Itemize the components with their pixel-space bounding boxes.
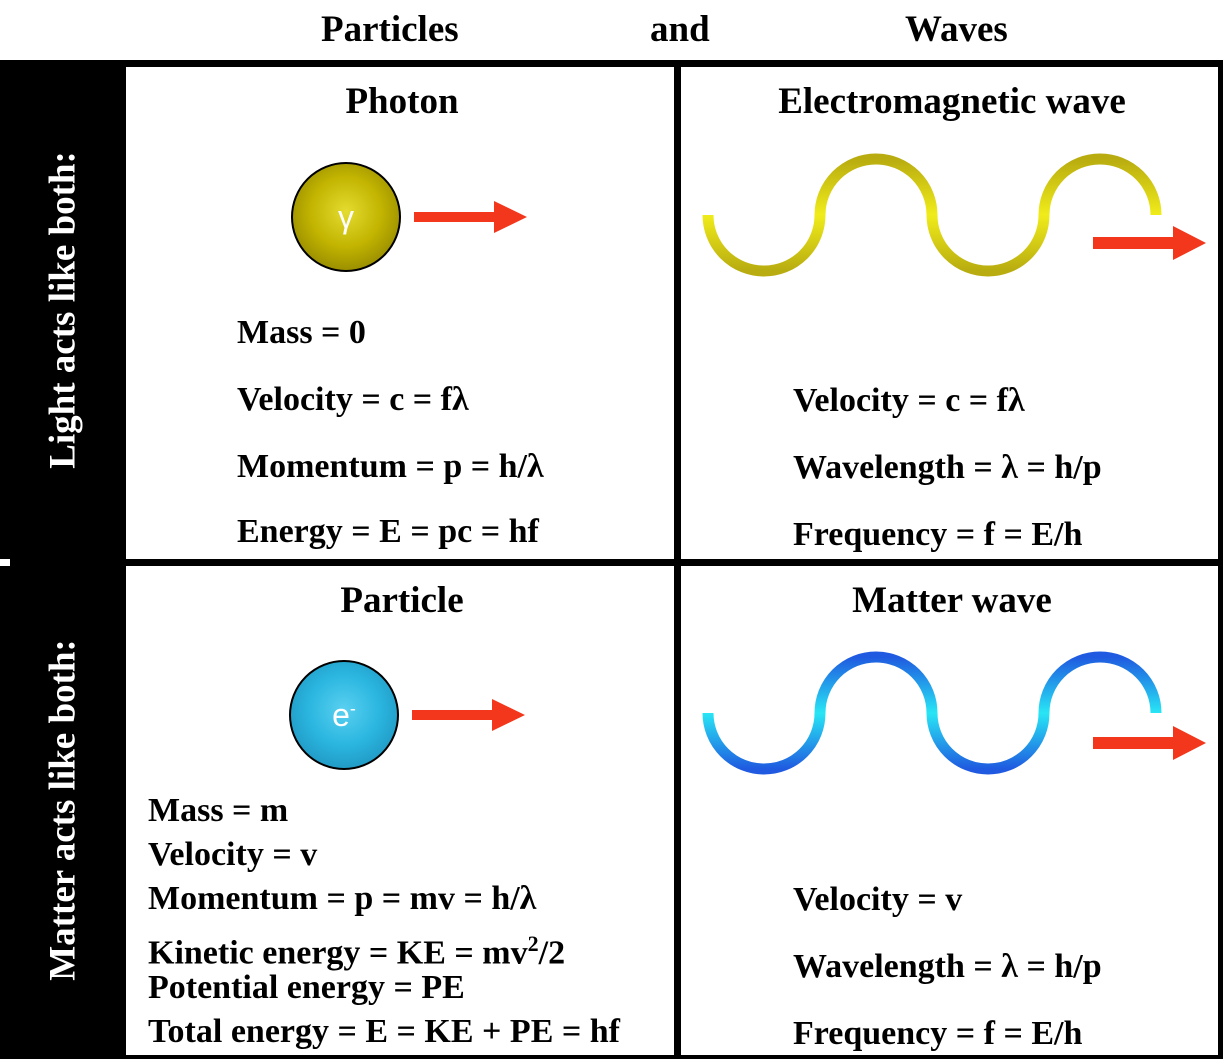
header-waves: Waves xyxy=(905,9,1008,50)
light-row-sidebar xyxy=(0,60,126,559)
particle-arrow-icon xyxy=(412,699,525,731)
matter-wave-arrow-icon xyxy=(1093,726,1206,760)
grid-right-border xyxy=(1218,60,1223,1059)
grid-top-border xyxy=(10,60,1223,67)
matter-wave-frequency: Frequency = f = E/h xyxy=(793,1015,1083,1052)
grid-bottom-border xyxy=(10,1055,1223,1059)
photon-arrow-icon xyxy=(414,201,527,233)
grid-vertical-divider xyxy=(674,60,681,1059)
grid-middle-divider xyxy=(10,559,1223,566)
light-row-label: Light acts like both: xyxy=(42,151,84,469)
em-wave-icon xyxy=(702,153,1162,277)
photon-title: Photon xyxy=(345,81,459,122)
photon-mass: Mass = 0 xyxy=(237,314,366,351)
photon-symbol: γ xyxy=(338,198,354,235)
photon-energy: Energy = E = pc = hf xyxy=(237,513,539,550)
em-wave-frequency: Frequency = f = E/h xyxy=(793,516,1083,553)
em-wave-wavelength: Wavelength = λ = h/p xyxy=(793,449,1102,486)
photon-ball: γ xyxy=(291,162,401,272)
em-wave-velocity: Velocity = c = fλ xyxy=(793,382,1025,419)
electron-symbol: e- xyxy=(332,696,356,733)
matter-wave-title: Matter wave xyxy=(852,580,1052,621)
matter-wave-velocity: Velocity = v xyxy=(793,881,963,918)
photon-velocity: Velocity = c = fλ xyxy=(237,381,469,418)
particle-mass: Mass = m xyxy=(148,792,289,829)
photon-momentum: Momentum = p = h/λ xyxy=(237,448,544,485)
particle-title: Particle xyxy=(340,580,464,621)
matter-row-label: Matter acts like both: xyxy=(42,639,84,981)
header-particles: Particles xyxy=(321,9,459,50)
particle-velocity: Velocity = v xyxy=(148,836,318,873)
em-wave-arrow-icon xyxy=(1093,226,1206,260)
particle-potential-energy: Potential energy = PE xyxy=(148,969,465,1006)
particle-total-energy: Total energy = E = KE + PE = hf xyxy=(148,1013,620,1050)
particle-momentum: Momentum = p = mv = h/λ xyxy=(148,880,537,917)
matter-wave-wavelength: Wavelength = λ = h/p xyxy=(793,948,1102,985)
header-and: and xyxy=(650,9,710,50)
em-wave-title: Electromagnetic wave xyxy=(778,81,1126,122)
matter-wave-icon xyxy=(702,651,1162,775)
electron-ball: e- xyxy=(289,660,399,770)
matter-row-sidebar xyxy=(0,566,126,1059)
particle-kinetic-energy: Kinetic energy = KE = mv2/2 xyxy=(148,931,566,972)
